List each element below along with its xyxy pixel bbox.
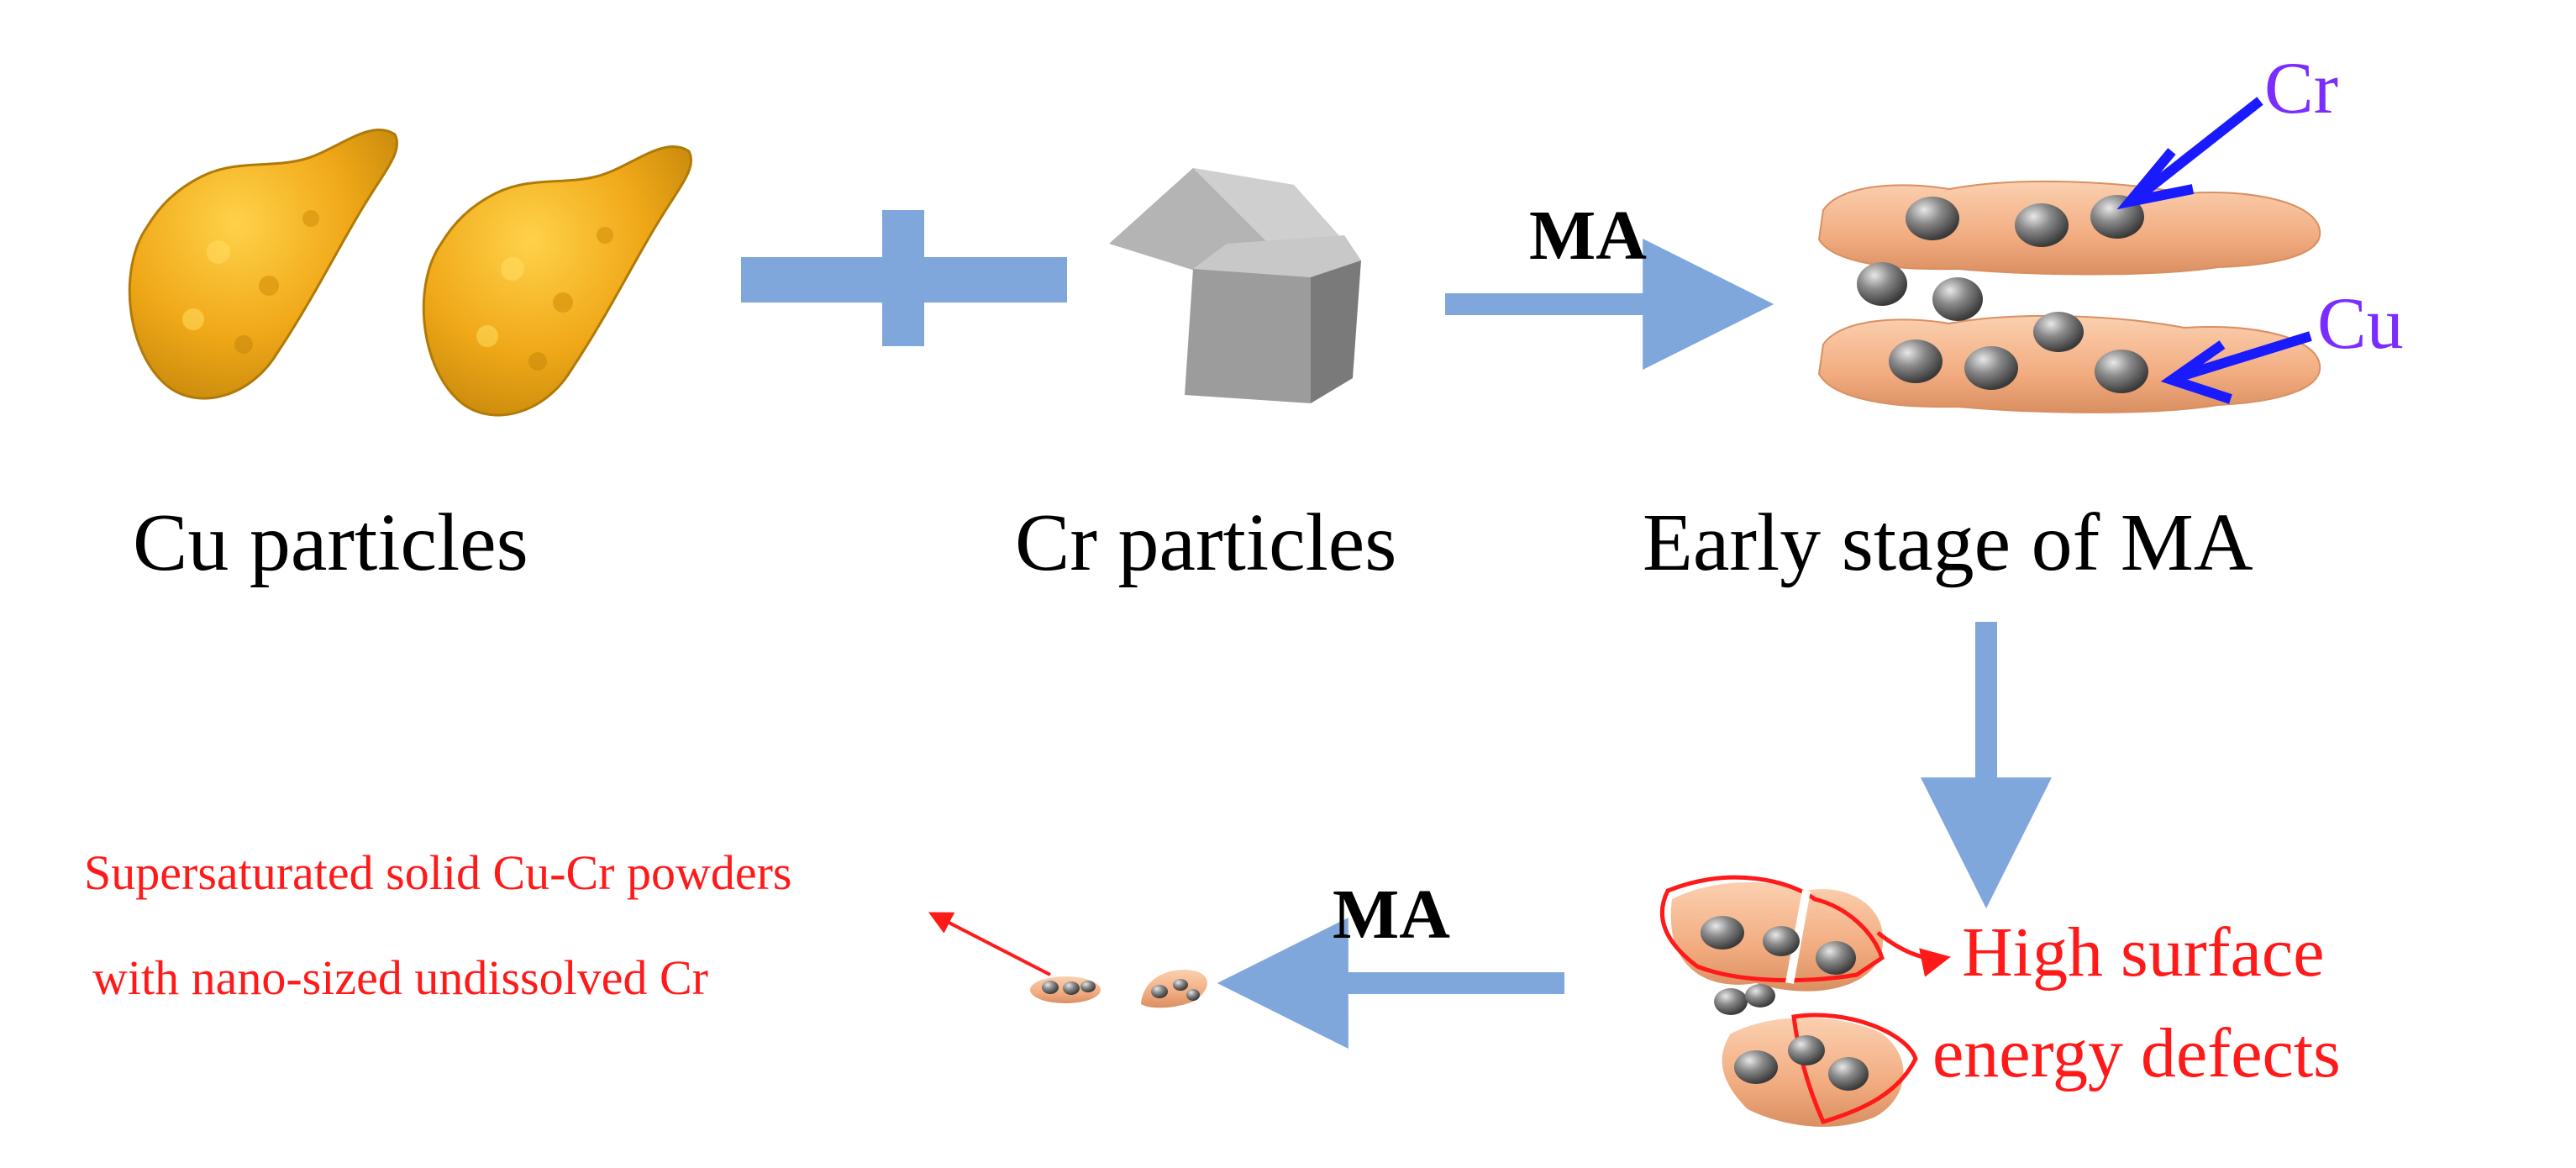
- label-cu-pointer: Cu: [2317, 283, 2404, 365]
- early-stage-flakes: [1817, 180, 2321, 413]
- label-cr-particles: Cr particles: [1015, 497, 1397, 588]
- cu-particle-left: [128, 129, 399, 400]
- label-ma-top: MA: [1529, 197, 1647, 275]
- label-product-line2: with nano-sized undissolved Cr: [92, 950, 708, 1005]
- label-defects-line2: energy defects: [1932, 1014, 2341, 1092]
- label-cr-pointer: Cr: [2264, 48, 2338, 129]
- final-powders: [1030, 970, 1207, 1008]
- cr-pointer-arrow: [2116, 97, 2263, 210]
- label-cu-particles: Cu particles: [133, 497, 528, 588]
- label-defects-line1: High surface: [1962, 913, 2325, 992]
- cu-pointer-arrow: [2160, 331, 2312, 404]
- defect-flakes: [1659, 875, 1918, 1127]
- label-product-line1: Supersaturated solid Cu-Cr powders: [84, 845, 792, 900]
- label-early-stage: Early stage of MA: [1643, 497, 2253, 588]
- cu-particle-right: [422, 145, 693, 417]
- label-ma-bottom: MA: [1333, 876, 1450, 954]
- defects-pointer-arrow: [1876, 931, 1951, 977]
- plus-icon: [741, 210, 1067, 346]
- cr-particles-cubes: [1109, 168, 1361, 403]
- product-pointer-arrow: [928, 912, 1051, 976]
